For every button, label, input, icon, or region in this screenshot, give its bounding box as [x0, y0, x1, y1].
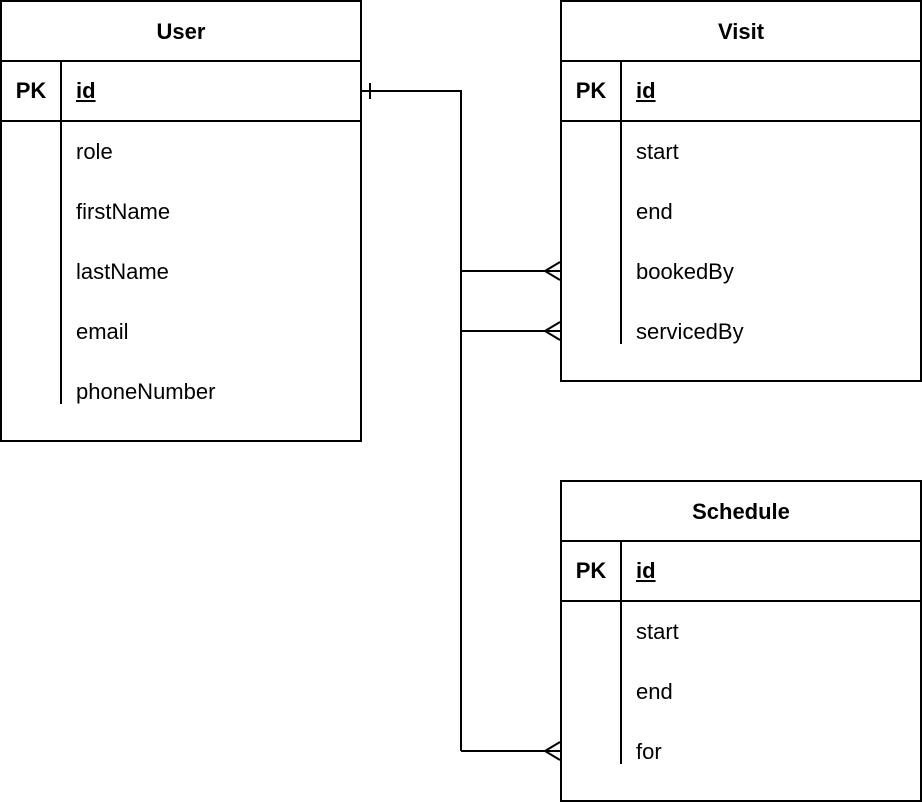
entity-visit[interactable]: Visit PK id start end bookedBy servicedB… [560, 0, 922, 382]
entity-title: Schedule [562, 482, 920, 542]
attribute-servicedby: servicedBy [636, 319, 744, 344]
pk-field: id [636, 78, 656, 103]
crows-foot-visit-servicedby [543, 321, 561, 341]
entity-title: Visit [562, 2, 920, 62]
entity-schedule[interactable]: Schedule PK id start end for [560, 480, 922, 802]
attribute-start: start [636, 619, 679, 644]
entity-user[interactable]: User PK id role firstName lastName email… [0, 0, 362, 442]
attribute-bookedby: bookedBy [636, 259, 734, 284]
primary-key-row: PK id [562, 542, 920, 602]
primary-key-row: PK id [2, 62, 360, 122]
attribute-phonenumber: phoneNumber [76, 379, 216, 404]
attribute-list: start end for [562, 602, 920, 782]
primary-key-row: PK id [562, 62, 920, 122]
attribute-role: role [76, 139, 113, 164]
attribute-end: end [636, 679, 673, 704]
attribute-list: role firstName lastName email phoneNumbe… [2, 122, 360, 422]
attribute-list: start end bookedBy servicedBy [562, 122, 920, 362]
pk-marker: PK [2, 62, 62, 120]
attribute-for: for [636, 739, 662, 764]
attribute-email: email [76, 319, 129, 344]
crows-foot-schedule-for [543, 741, 561, 761]
pk-field: id [636, 558, 656, 583]
entity-title: User [2, 2, 360, 62]
pk-field: id [76, 78, 96, 103]
pk-marker: PK [562, 62, 622, 120]
attribute-end: end [636, 199, 673, 224]
attribute-lastname: lastName [76, 259, 169, 284]
pk-marker: PK [562, 542, 622, 600]
attribute-start: start [636, 139, 679, 164]
crows-foot-visit-bookedby [543, 261, 561, 281]
connector-user-trunk [362, 90, 462, 751]
attribute-firstname: firstName [76, 199, 171, 224]
